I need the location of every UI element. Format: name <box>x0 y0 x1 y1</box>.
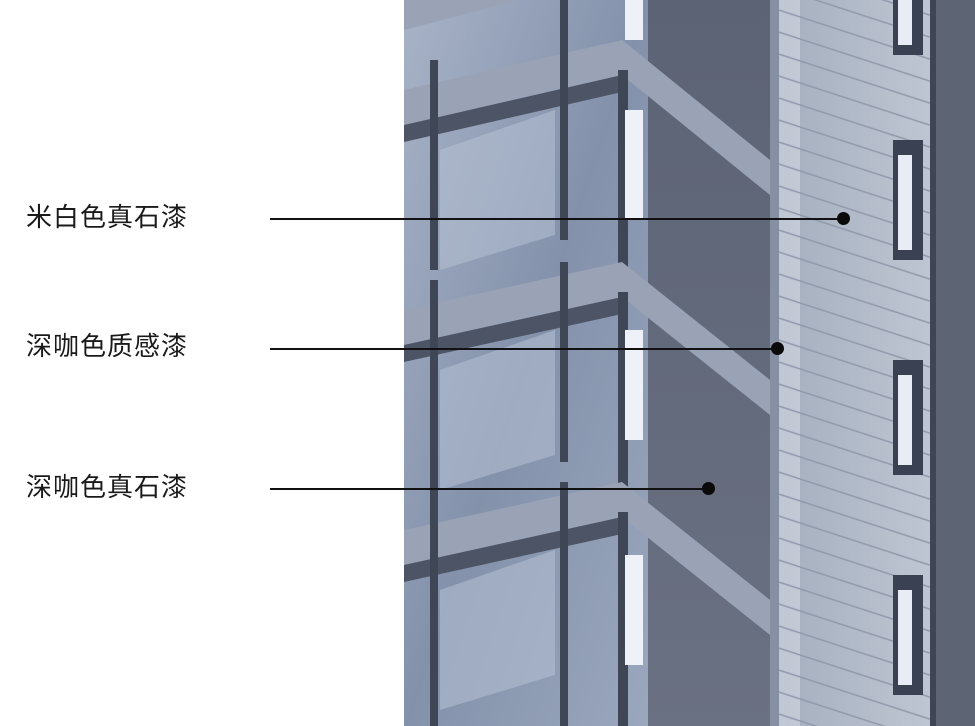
leader-line-3 <box>270 488 708 490</box>
leader-line-1 <box>270 218 843 220</box>
marker-dot-3 <box>702 482 715 495</box>
marker-dot-1 <box>837 212 850 225</box>
marker-dot-2 <box>771 342 784 355</box>
small-windows <box>893 0 923 695</box>
annotation-label-2: 深咖色质感漆 <box>26 332 189 362</box>
annotation-label-3: 深咖色真石漆 <box>26 473 189 503</box>
glass-balconies <box>404 0 770 726</box>
annotation-label-1: 米白色真石漆 <box>26 203 189 233</box>
leader-line-2 <box>270 348 777 350</box>
